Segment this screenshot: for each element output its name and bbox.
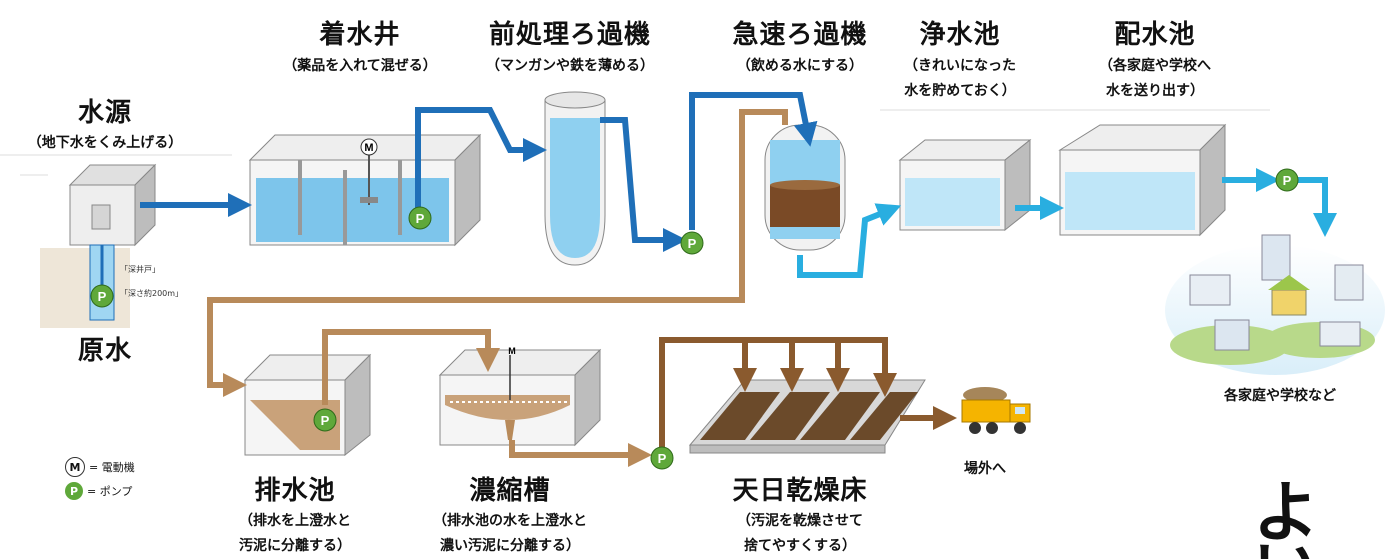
corner-text-1: よ	[1253, 474, 1319, 551]
stage-sub-mixing: （薬品を入れて混ぜる）	[283, 58, 437, 74]
destination-label: 各家庭や学校など	[1224, 388, 1336, 404]
clean-water-pipes	[797, 168, 1337, 278]
pump-legend-icon: P	[65, 482, 83, 500]
stage-sub-drying-2: 捨てやすくする）	[744, 538, 856, 554]
raw-water-pipes	[140, 92, 818, 252]
pump-icon: P	[90, 284, 114, 308]
stage-title-rapid-filter: 急速ろ過機	[732, 20, 868, 50]
stage-sub-clearwater-1: （きれいになった	[904, 58, 1016, 74]
corner-text-2: い	[1253, 535, 1319, 559]
legend-pump-row: P = ポンプ	[65, 479, 185, 503]
stage-title-pretreatment: 前処理ろ過機	[488, 20, 651, 50]
stage-sub-drain-2: 汚泥に分離する）	[239, 538, 351, 554]
pump-icon: P	[313, 408, 337, 432]
svg-text:P: P	[98, 289, 107, 304]
svg-text:M: M	[364, 142, 373, 154]
source-subtitle: （地下水をくみ上げる）	[27, 135, 183, 151]
stage-title-drain: 排水池	[254, 476, 336, 506]
section-dividers	[0, 109, 1270, 176]
svg-text:P: P	[416, 211, 425, 226]
thickener-tank: M	[438, 346, 602, 447]
dump-truck-icon	[961, 387, 1031, 434]
pump-icon: P	[650, 446, 674, 470]
pump-icon: P	[1275, 168, 1299, 192]
stage-sub-drying-1: （汚泥を乾燥させて	[737, 513, 863, 529]
legend-motor-row: M = 電動機	[65, 455, 185, 479]
stage-title-clearwater: 浄水池	[919, 20, 1001, 50]
pretreatment-filter	[544, 91, 606, 266]
svg-text:P: P	[1283, 173, 1292, 188]
svg-text:M: M	[508, 346, 516, 356]
stage-title-drying: 天日乾燥床	[732, 476, 868, 506]
well-depth: 「深さ約200m」	[120, 289, 184, 298]
stage-sub-pretreatment: （マンガンや鉄を薄める）	[486, 58, 654, 74]
stage-sub-clearwater-2: 水を貯めておく）	[904, 83, 1016, 99]
town-illustration	[1165, 234, 1385, 375]
stage-sub-drain-1: （排水を上澄水と	[239, 513, 351, 529]
svg-text:P: P	[688, 236, 697, 251]
drying-beds	[688, 379, 926, 454]
distribution-reservoir	[1058, 123, 1227, 237]
well-label: 「深井戸」	[120, 265, 160, 274]
stage-sub-distribution-2: 水を送り出す）	[1106, 83, 1204, 99]
motor-icon: M	[65, 457, 85, 477]
legend: M = 電動機 P = ポンプ	[65, 455, 185, 503]
drying-feed-pipes	[659, 337, 957, 450]
legend-pump-text: = ポンプ	[87, 485, 133, 498]
stage-sub-thickener-2: 濃い汚泥に分離する）	[440, 538, 580, 554]
stage-title-mixing: 着水井	[319, 20, 401, 50]
legend-motor-text: = 電動機	[89, 461, 135, 474]
source-title: 水源	[77, 98, 132, 128]
stage-sub-thickener-1: （排水池の水を上澄水と	[433, 513, 587, 529]
stage-sub-distribution-1: （各家庭や学校へ	[1099, 58, 1211, 74]
well-building	[40, 163, 157, 328]
pump-icon: P	[680, 231, 704, 255]
drain-basin	[243, 353, 372, 457]
stage-sub-rapid-filter: （飲める水にする）	[736, 58, 864, 74]
raw-water-label: 原水	[77, 336, 132, 366]
mixing-tank: M	[248, 133, 482, 247]
svg-text:P: P	[658, 451, 667, 466]
stage-title-thickener: 濃縮槽	[469, 476, 551, 506]
clearwater-basin	[898, 138, 1032, 232]
svg-text:P: P	[321, 413, 330, 428]
pump-icon: P	[408, 206, 432, 230]
backwash-pipes	[207, 109, 788, 467]
offsite-label: 場外へ	[964, 461, 1006, 477]
stage-title-distribution: 配水池	[1114, 20, 1196, 50]
rapid-filter	[764, 124, 846, 251]
